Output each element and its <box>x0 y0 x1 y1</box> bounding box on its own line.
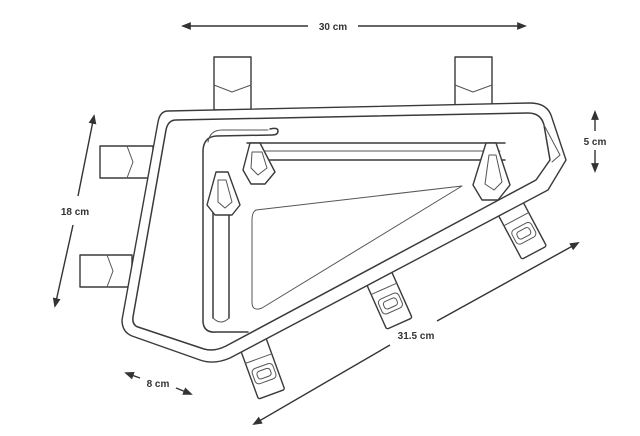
dimension-bottom: 31.5 cm <box>252 242 580 425</box>
dimension-top: 30 cm <box>181 22 527 33</box>
dimension-width-label: 8 cm <box>147 379 170 390</box>
dimension-height-label: 18 cm <box>61 207 89 218</box>
left-strap-upper <box>99 145 154 179</box>
dimension-bottom-label: 31.5 cm <box>398 331 435 342</box>
dimension-depth-right-label: 5 cm <box>584 137 607 148</box>
dimension-width: 8 cm <box>124 371 193 395</box>
dimension-depth-right: 5 cm <box>584 110 607 173</box>
left-strap-lower <box>79 254 133 288</box>
top-strap-right <box>454 56 493 111</box>
bag-body <box>121 102 567 363</box>
dimension-top-label: 30 cm <box>319 22 347 33</box>
top-strap-left <box>213 56 252 111</box>
dimension-height: 18 cm <box>52 114 97 308</box>
